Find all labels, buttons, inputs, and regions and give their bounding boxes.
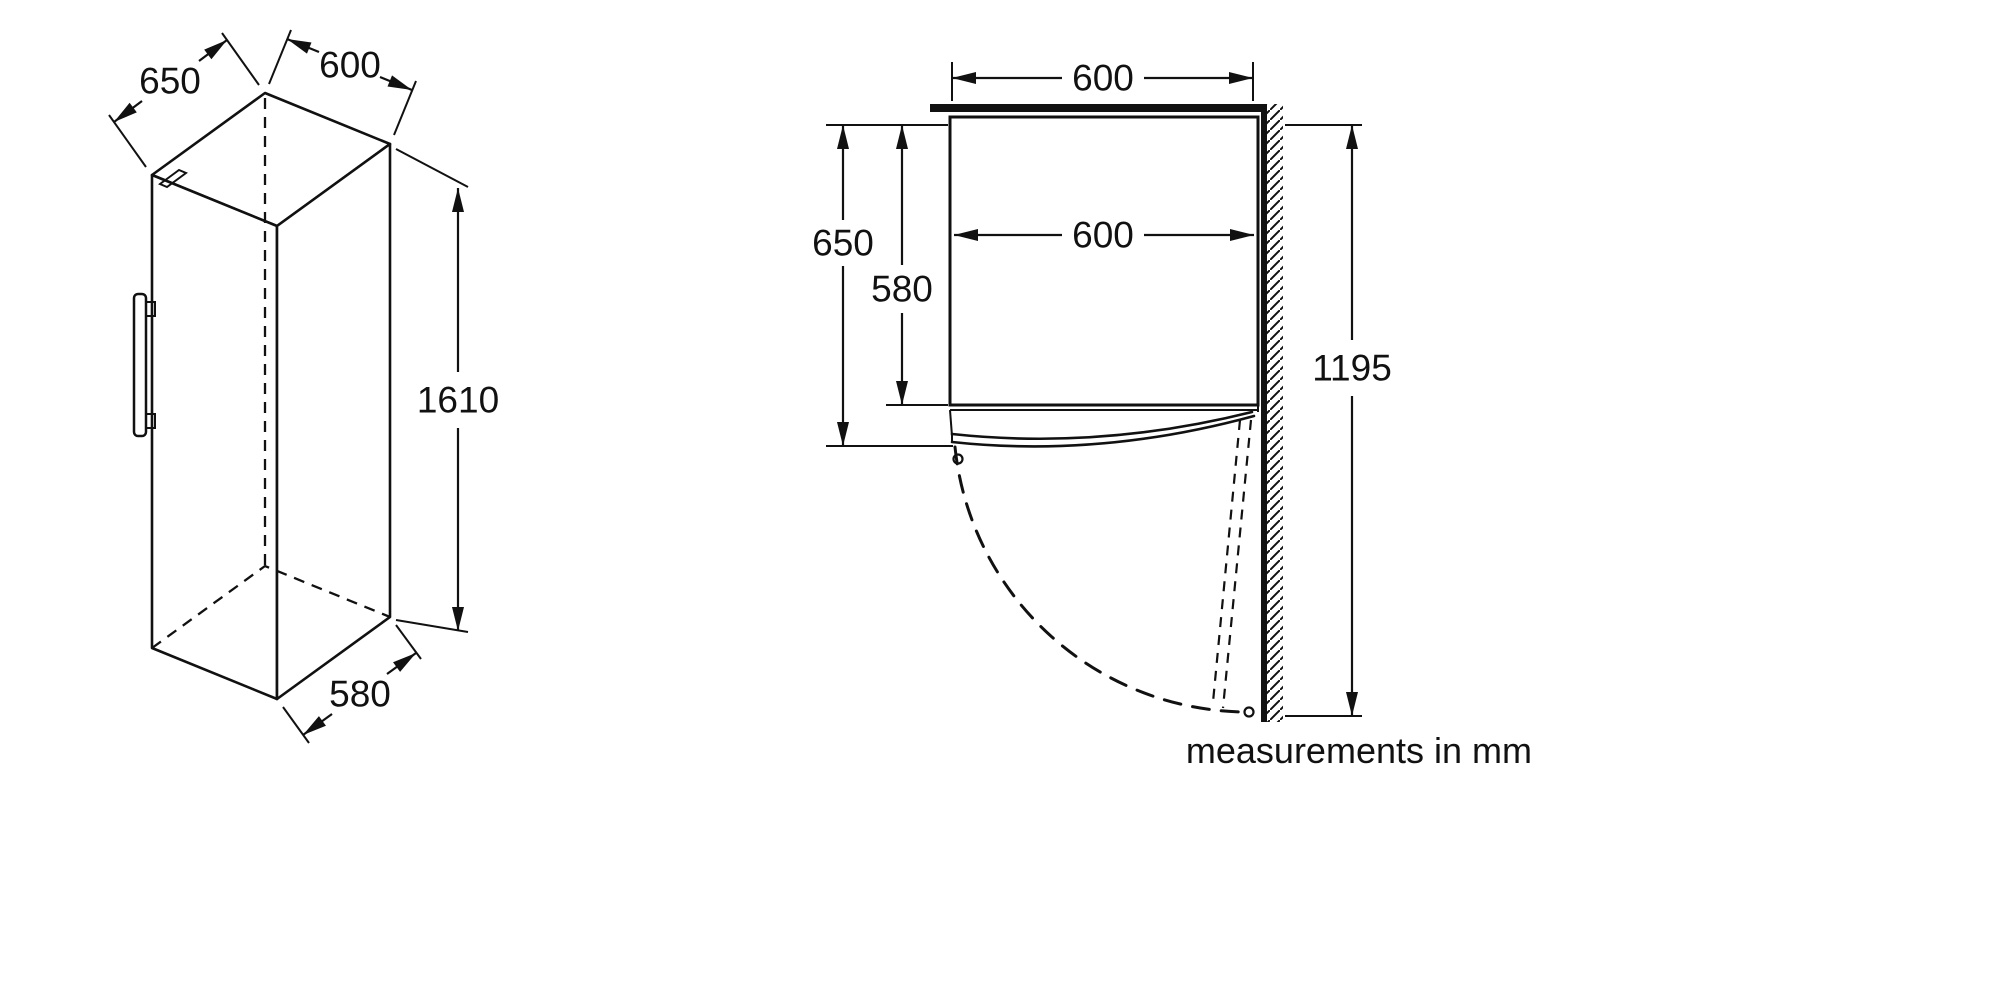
top-dim-depth-total-label: 650 xyxy=(812,223,874,264)
fridge-body xyxy=(150,91,392,701)
wall-side xyxy=(1261,104,1267,722)
top-dim-clearance-label: 1195 xyxy=(1312,348,1392,389)
iso-dim-height-label: 1610 xyxy=(417,380,499,421)
top-dimension-width-600: 600 xyxy=(951,58,1254,101)
iso-dimension-depth-580: 580 xyxy=(282,624,422,744)
top-dimension-inner-600: 600 xyxy=(954,215,1254,256)
door-open-dashed xyxy=(1211,419,1255,718)
iso-dim-width-label: 600 xyxy=(319,45,381,86)
door-hinge-pin xyxy=(1243,706,1255,718)
top-dimension-clearance-1195: 1195 xyxy=(1285,124,1392,717)
iso-view: 650 600 1610 580 xyxy=(108,29,499,744)
top-dim-width-label: 600 xyxy=(1072,58,1134,99)
cabinet-outline xyxy=(948,115,1260,412)
iso-dimension-height-1610: 1610 xyxy=(395,148,499,633)
hidden-bottom-edges xyxy=(151,564,391,649)
handle-bar xyxy=(132,292,148,438)
iso-dimension-depth-650: 650 xyxy=(108,32,260,168)
iso-dim-depth-label: 650 xyxy=(139,61,201,102)
measurements-note: measurements in mm xyxy=(1186,730,1532,771)
top-dim-inner-width-label: 600 xyxy=(1072,215,1134,256)
top-dimension-depth-580: 580 xyxy=(871,125,948,406)
iso-dim-depth-bottom-label: 580 xyxy=(329,674,391,715)
top-dim-depth-body-label: 580 xyxy=(871,269,933,310)
top-view: 600 600 650 580 1195 xyxy=(812,58,1392,722)
wall-top xyxy=(930,104,1266,112)
wall-side-hatching xyxy=(1267,104,1283,722)
iso-dimension-width-600: 600 xyxy=(268,29,417,136)
door-swing-arc xyxy=(953,445,1249,714)
door-top-mark xyxy=(158,168,188,189)
top-dimension-depth-650: 650 xyxy=(812,124,953,447)
door-handle xyxy=(132,292,156,438)
